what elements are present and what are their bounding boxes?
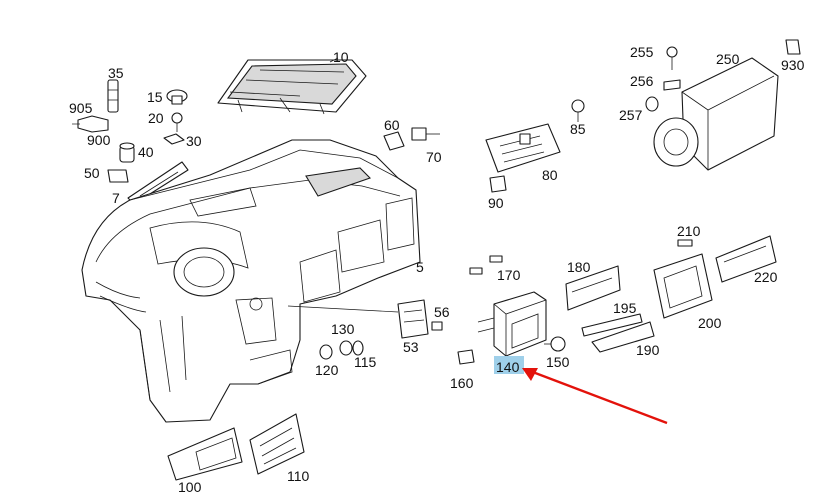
label-250: 250 bbox=[716, 51, 740, 67]
part-160-clip[interactable] bbox=[457, 349, 475, 365]
label-190: 190 bbox=[636, 342, 660, 358]
label-180: 180 bbox=[567, 259, 591, 275]
part-53-switch[interactable] bbox=[397, 299, 429, 339]
part-220-panel[interactable] bbox=[715, 235, 777, 283]
part-20-screw[interactable] bbox=[171, 112, 183, 132]
label-60: 60 bbox=[384, 117, 400, 133]
label-170: 170 bbox=[497, 267, 521, 283]
part-50-bracket[interactable] bbox=[107, 169, 129, 183]
part-200-frame[interactable] bbox=[653, 253, 713, 319]
part-100-vent[interactable] bbox=[167, 427, 243, 481]
part-35-bracket[interactable] bbox=[107, 79, 119, 113]
part-210-clip[interactable] bbox=[677, 239, 693, 247]
highlight-box-140 bbox=[494, 356, 524, 374]
part-930-connector[interactable] bbox=[785, 39, 801, 55]
part-256-washer[interactable] bbox=[663, 79, 681, 91]
label-85: 85 bbox=[570, 121, 586, 137]
label-35: 35 bbox=[108, 65, 124, 81]
label-110: 110 bbox=[287, 468, 310, 484]
label-160: 160 bbox=[450, 375, 474, 391]
part-15-plug[interactable] bbox=[166, 89, 188, 105]
label-200: 200 bbox=[698, 315, 722, 331]
part-60-bracket[interactable] bbox=[383, 131, 405, 151]
label-256: 256 bbox=[630, 73, 654, 89]
part-30-clip[interactable] bbox=[163, 133, 185, 145]
label-115: 115 bbox=[354, 354, 377, 370]
part-250-module[interactable] bbox=[653, 57, 779, 171]
part-56-clip[interactable] bbox=[431, 321, 443, 331]
part-905-clip[interactable] bbox=[72, 115, 109, 133]
red-pointer-arrow bbox=[522, 368, 668, 425]
label-40: 40 bbox=[138, 144, 154, 160]
part-140-bracket[interactable] bbox=[477, 291, 547, 357]
label-140: 140 bbox=[496, 359, 520, 375]
label-220: 220 bbox=[754, 269, 778, 285]
part-190-pocket[interactable] bbox=[591, 321, 655, 353]
label-130: 130 bbox=[331, 321, 355, 337]
label-7: 7 bbox=[112, 190, 120, 206]
part-170-pins[interactable] bbox=[469, 255, 503, 275]
label-150: 150 bbox=[546, 354, 570, 370]
label-70: 70 bbox=[426, 149, 442, 165]
part-80-center-vent[interactable] bbox=[485, 123, 561, 173]
part-130-ring[interactable] bbox=[339, 340, 353, 356]
label-900: 900 bbox=[87, 132, 111, 148]
part-150-screw[interactable] bbox=[544, 336, 566, 352]
label-90: 90 bbox=[488, 195, 504, 211]
label-120: 120 bbox=[315, 362, 339, 378]
part-90-clip[interactable] bbox=[489, 175, 507, 193]
part-257-clip[interactable] bbox=[645, 96, 659, 112]
part-10-top-cover[interactable] bbox=[217, 59, 367, 115]
label-15: 15 bbox=[147, 89, 163, 105]
label-53: 53 bbox=[403, 339, 419, 355]
dashboard-carrier[interactable] bbox=[81, 139, 421, 423]
label-10: 10 bbox=[333, 49, 349, 65]
label-20: 20 bbox=[148, 110, 164, 126]
part-120-knob[interactable] bbox=[319, 344, 333, 360]
part-195-cover[interactable] bbox=[581, 313, 643, 337]
label-30: 30 bbox=[186, 133, 202, 149]
label-195: 195 bbox=[613, 300, 637, 316]
part-40-grommet[interactable] bbox=[119, 142, 135, 163]
label-5: 5 bbox=[416, 259, 424, 275]
label-50: 50 bbox=[84, 165, 100, 181]
label-80: 80 bbox=[542, 167, 558, 183]
part-255-screw[interactable] bbox=[666, 46, 678, 70]
label-100: 100 bbox=[178, 479, 202, 495]
label-257: 257 bbox=[619, 107, 643, 123]
part-180-tray[interactable] bbox=[565, 265, 621, 311]
label-56: 56 bbox=[434, 304, 450, 320]
part-110-vent[interactable] bbox=[249, 413, 305, 475]
label-210: 210 bbox=[677, 223, 701, 239]
label-905: 905 bbox=[69, 100, 93, 116]
label-930: 930 bbox=[781, 57, 805, 73]
part-70-bolt[interactable] bbox=[411, 127, 440, 141]
part-85-screw[interactable] bbox=[571, 99, 585, 122]
part-115-knob[interactable] bbox=[352, 340, 364, 356]
label-255: 255 bbox=[630, 44, 654, 60]
